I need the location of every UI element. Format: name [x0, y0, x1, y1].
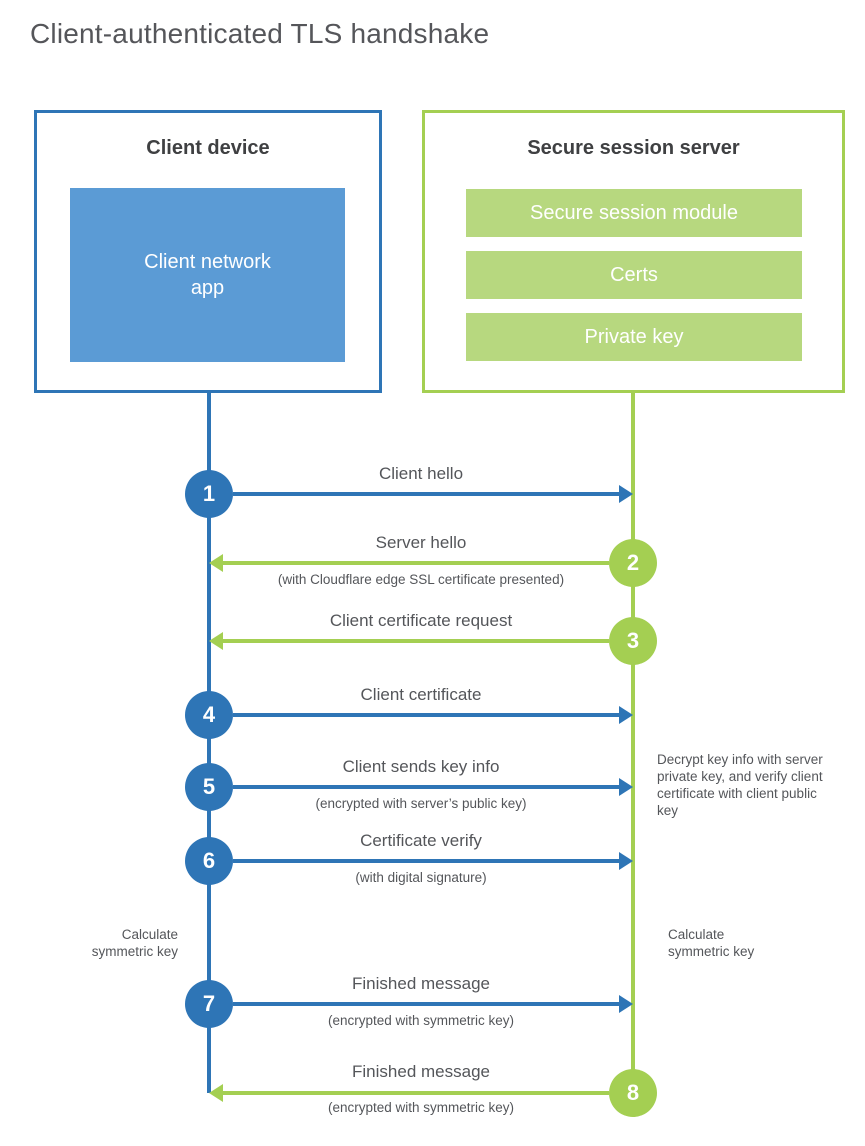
step-3-badge: 3: [609, 617, 657, 665]
step-5-note: (encrypted with server’s public key): [315, 796, 527, 811]
arrowhead-right-icon: [619, 778, 633, 796]
step-5-badge: 5: [185, 763, 233, 811]
step-4-badge: 4: [185, 691, 233, 739]
step-1-badge: 1: [185, 470, 233, 518]
step-6-label: Certificate verify: [360, 831, 482, 850]
secure-session-server-title: Secure session server: [527, 137, 740, 159]
step-5-label: Client sends key info: [342, 757, 500, 776]
certs-bar: Certs: [466, 251, 802, 299]
arrowhead-left-icon: [209, 632, 223, 650]
step-6-note: (with digital signature): [355, 870, 487, 885]
secure-session-module-bar: Secure session module: [466, 189, 802, 237]
secure-session-server-box: Secure session server Secure session mod…: [422, 110, 845, 393]
arrowhead-right-icon: [619, 995, 633, 1013]
arrowhead-right-icon: [619, 485, 633, 503]
client-lifeline: [207, 393, 211, 1093]
step-6-badge: 6: [185, 837, 233, 885]
server-decrypt-annotation: Decrypt key info with server private key…: [657, 752, 823, 818]
client-network-app-box: Client network app: [70, 188, 345, 362]
step-1-label: Client hello: [378, 464, 464, 483]
client-network-app-label: Client network app: [144, 251, 271, 299]
client-device-box: Client device Client network app: [34, 110, 382, 393]
page-title: Client-authenticated TLS handshake: [30, 18, 490, 49]
step-7-note: (encrypted with symmetric key): [327, 1013, 515, 1028]
step-3-label: Client certificate request: [329, 611, 513, 630]
arrowhead-left-icon: [209, 1084, 223, 1102]
client-calculate-symmetric-key-annotation: Calculate symmetric key: [91, 927, 178, 959]
arrowhead-right-icon: [619, 852, 633, 870]
server-calculate-symmetric-key-annotation: Calculate symmetric key: [668, 927, 755, 959]
step-4-label: Client certificate: [360, 685, 482, 704]
step-7-label: Finished message: [352, 974, 490, 993]
private-key-bar: Private key: [466, 313, 802, 361]
step-2-label: Server hello: [375, 533, 467, 552]
step-2-note: (with Cloudflare edge SSL certificate pr…: [277, 572, 565, 587]
server-lifeline: [631, 393, 635, 1093]
step-8-badge: 8: [609, 1069, 657, 1117]
client-device-title: Client device: [146, 137, 270, 159]
step-8-label: Finished message: [352, 1062, 490, 1081]
arrowhead-left-icon: [209, 554, 223, 572]
step-2-badge: 2: [609, 539, 657, 587]
step-8-note: (encrypted with symmetric key): [327, 1100, 515, 1115]
step-7-badge: 7: [185, 980, 233, 1028]
arrowhead-right-icon: [619, 706, 633, 724]
